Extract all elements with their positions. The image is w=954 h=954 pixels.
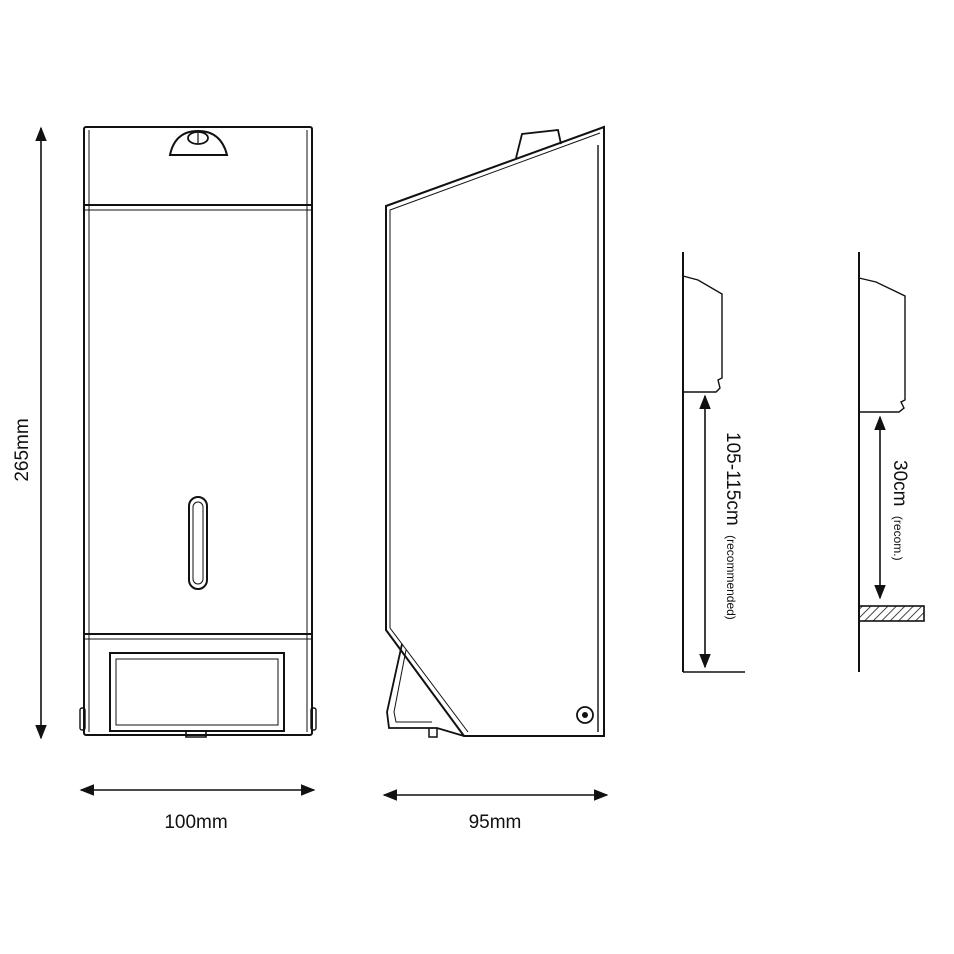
screw-icon (576, 706, 594, 724)
level-window (188, 496, 208, 590)
mounting-child (858, 252, 925, 672)
side-push-lever (386, 643, 465, 737)
nozzle (185, 731, 207, 738)
child-height-main: 30cm (889, 460, 910, 506)
height-label: 265mm (12, 418, 33, 481)
side-view (385, 125, 605, 738)
width-label: 100mm (164, 812, 227, 833)
side-body-outline (385, 125, 605, 737)
push-plate (109, 652, 285, 732)
svg-text:105-115cm (recommended): 105-115cm (recommended) (722, 432, 743, 620)
front-body-outline (83, 126, 313, 736)
child-height-label: 30cm (recom.) (889, 460, 910, 561)
adult-height-main: 105-115cm (722, 432, 743, 526)
adult-height-label: 105-115cm (recommended) (722, 432, 743, 620)
child-height-note: (recom.) (891, 516, 905, 561)
adult-height-note: (recommended) (724, 535, 738, 620)
front-view (79, 126, 317, 738)
svg-text:30cm (recom.): 30cm (recom.) (889, 460, 910, 561)
depth-dimension: 95mm (382, 789, 609, 833)
depth-label: 95mm (469, 812, 522, 833)
floor-hatch (858, 605, 925, 622)
child-dispenser-silhouette (858, 277, 906, 413)
height-dimension: 265mm (12, 126, 47, 740)
mounting-adult (682, 252, 745, 673)
adult-dispenser-silhouette (682, 275, 723, 393)
width-dimension: 100mm (79, 784, 316, 833)
side-lock-icon (515, 129, 562, 159)
lock-icon (168, 129, 229, 156)
